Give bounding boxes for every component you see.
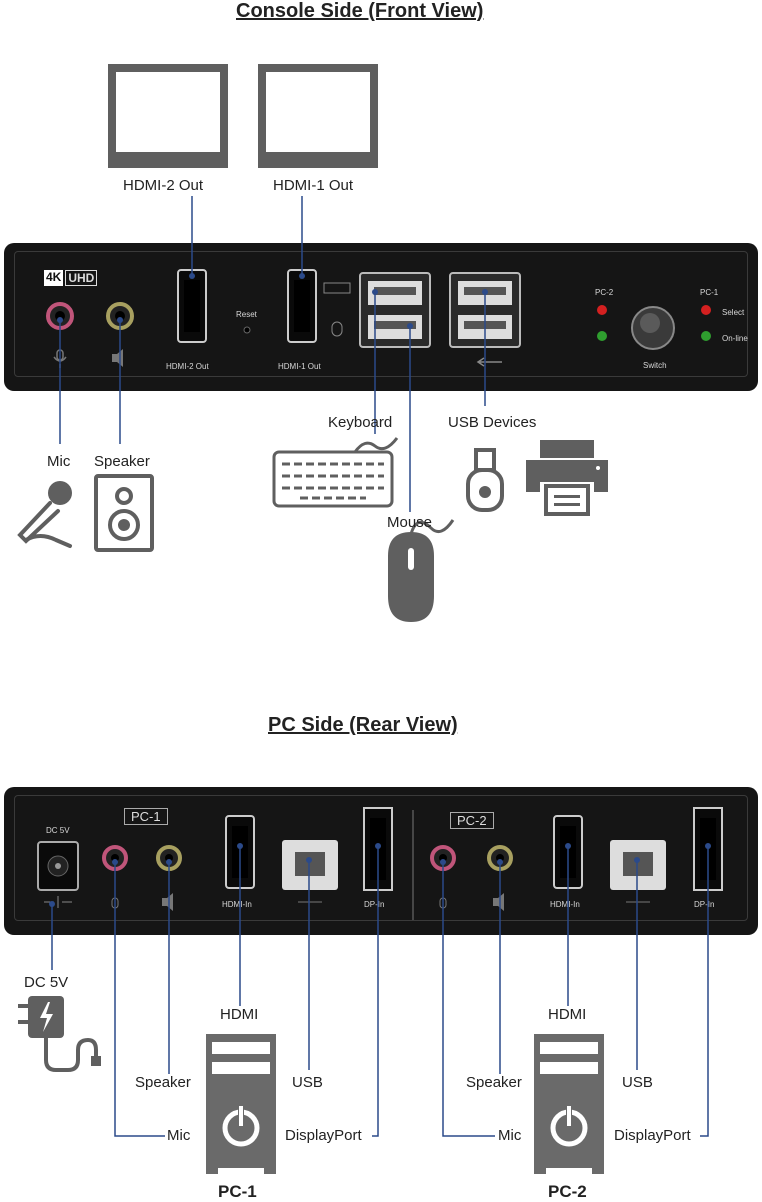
microphone-icon [17, 481, 72, 548]
front-mic-jack [46, 302, 74, 330]
front-hdmi2-port [177, 269, 207, 343]
rear-view-title: PC Side (Rear View) [268, 714, 458, 736]
hdmi-in-label-1: HDMI-In [222, 900, 252, 909]
speaker-icon [94, 474, 154, 552]
rear-pc1-speaker-jack [156, 845, 182, 871]
rear-connector-dots [49, 843, 711, 907]
hdmi1-port-label: HDMI-1 Out [278, 362, 321, 371]
monitor-hdmi1-icon [258, 64, 378, 168]
rear-pc1-usb-b-port [282, 840, 338, 890]
label-speaker-pc2: Speaker [466, 1074, 522, 1091]
reset-label: Reset [236, 310, 257, 319]
led-pc2-online [597, 331, 607, 341]
label-displayport-pc2: DisplayPort [614, 1127, 691, 1144]
front-view-title: Console Side (Front View) [236, 0, 484, 22]
label-mic-pc1: Mic [167, 1127, 191, 1144]
online-label: On-line [722, 334, 748, 343]
pc1-led-label: PC-1 [700, 288, 719, 297]
front-connector-lines [59, 196, 486, 512]
pc1-tower-icon [206, 1034, 276, 1174]
front-usb-symbol-icon [476, 357, 502, 367]
label-pc2: PC-2 [548, 1182, 587, 1201]
reset-hole [243, 326, 251, 334]
mouse-icon [388, 519, 455, 622]
power-adapter-icon [18, 996, 101, 1072]
pc2-section-box: PC-2 [450, 812, 494, 829]
front-usb-kbm-ports [359, 272, 431, 348]
label-usb-pc1: USB [292, 1074, 323, 1091]
led-pc1-select [701, 305, 711, 315]
label-hdmi-pc2: HDMI [548, 1006, 587, 1023]
monitor-hdmi2-icon [108, 64, 228, 168]
label-keyboard: Keyboard [328, 414, 393, 431]
label-speaker-front: Speaker [94, 453, 150, 470]
front-mouse-symbol-icon [331, 321, 343, 337]
dp-in-label-2: DP-In [694, 900, 715, 909]
dp-in-label-1: DP-In [364, 900, 385, 909]
select-label: Select [722, 308, 745, 317]
front-keyboard-symbol-icon [323, 282, 351, 294]
switch-label: Switch [643, 361, 667, 370]
label-displayport-pc1: DisplayPort [285, 1127, 362, 1144]
rear-pc2-usb-b-port [610, 840, 666, 890]
rear-dc-polarity-icon [44, 896, 72, 908]
rear-connector-lines [51, 846, 709, 1137]
keyboard-icon [272, 437, 399, 508]
led-pc1-online [701, 331, 711, 341]
label-hdmi-pc1: HDMI [220, 1006, 259, 1023]
label-hdmi2-out: HDMI-2 Out [123, 177, 204, 194]
label-speaker-pc1: Speaker [135, 1074, 191, 1091]
label-hdmi1-out: HDMI-1 Out [273, 177, 354, 194]
rear-port-symbols-icon [111, 893, 650, 911]
front-speaker-symbol-icon [112, 349, 123, 367]
label-dc-5v: DC 5V [24, 974, 69, 991]
label-mic-front: Mic [47, 453, 71, 470]
hdmi-in-label-2: HDMI-In [550, 900, 580, 909]
hdmi2-port-label: HDMI-2 Out [166, 362, 209, 371]
pc2-led-label: PC-2 [595, 288, 614, 297]
pc2-tower-icon [534, 1034, 604, 1174]
printer-icon [526, 440, 608, 516]
dc-port-label: DC 5V [46, 826, 70, 835]
label-usb-devices: USB Devices [448, 414, 537, 431]
pc1-section-box: PC-1 [124, 808, 168, 825]
switch-button [631, 306, 675, 350]
usb-flash-drive-icon [466, 448, 504, 512]
label-usb-pc2: USB [622, 1074, 653, 1091]
4k-uhd-badge: 4K UHD [44, 270, 98, 286]
led-pc2-select [597, 305, 607, 315]
label-pc1: PC-1 [218, 1182, 257, 1201]
label-mic-pc2: Mic [498, 1127, 522, 1144]
rear-dc-jack [37, 841, 79, 891]
front-connector-dots [57, 273, 488, 329]
front-hdmi1-port [287, 269, 317, 343]
label-mouse: Mouse [387, 514, 433, 531]
